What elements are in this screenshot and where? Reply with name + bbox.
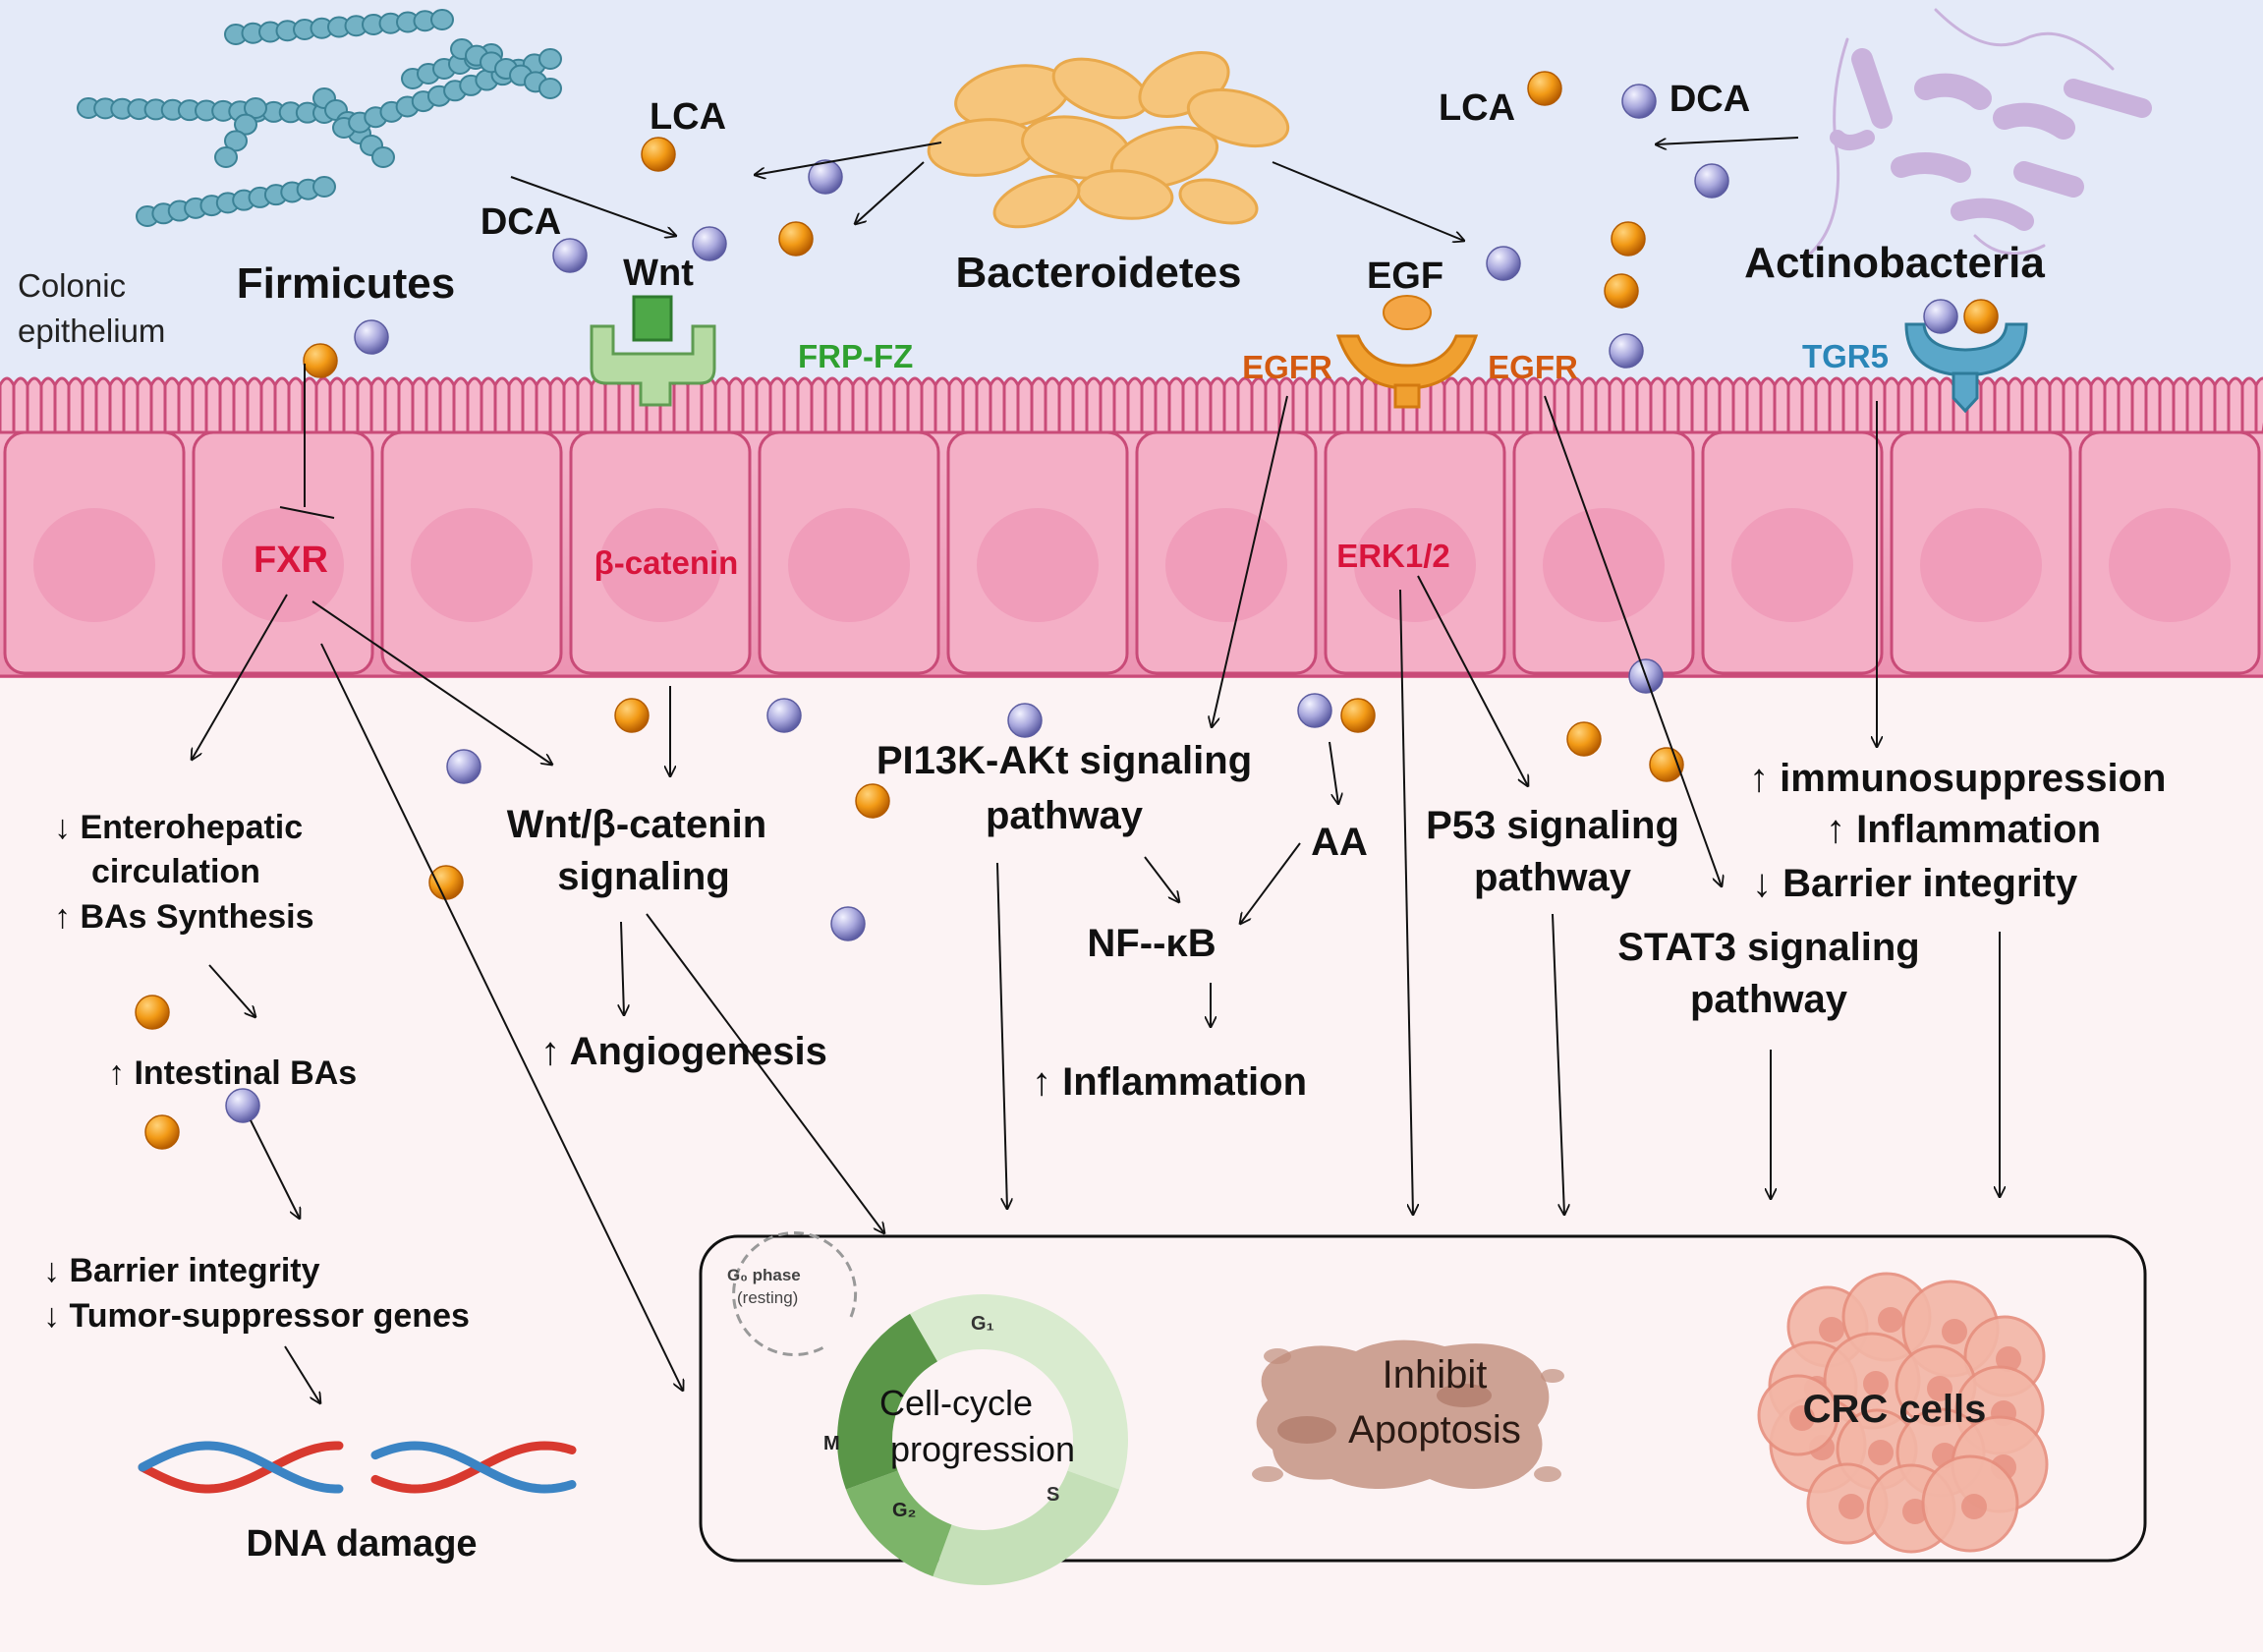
apoptosis-text: Apoptosis [1348, 1408, 1521, 1452]
stat3-text-1: STAT3 signaling [1617, 926, 1919, 969]
lca-left-label: LCA [650, 96, 726, 138]
g0-phase-label: G₀ phase [727, 1266, 801, 1284]
wnt-signaling-text-2: signaling [557, 855, 730, 898]
colonic-label-2: epithelium [18, 313, 165, 349]
outcomes-box [699, 1234, 2147, 1563]
cell-cycle-text-1: Cell-cycle [879, 1383, 1033, 1423]
g0-resting-label: (resting) [737, 1288, 798, 1307]
arrows [192, 137, 2000, 1403]
crc-cells-text: CRC cells [1803, 1388, 1987, 1431]
inflammation-mid-text: ↑ Inflammation [1032, 1060, 1307, 1104]
colonic-epithelium-layer [0, 376, 2263, 678]
egfr-receptor [1335, 295, 1479, 409]
wnt-signaling-text-1: Wnt/β-catenin [507, 803, 766, 846]
apoptosis-cells [1252, 1339, 1564, 1489]
p53-text-2: pathway [1474, 856, 1632, 899]
actinobacteria-label: Actinobacteria [1744, 239, 2045, 287]
inhibit-text: Inhibit [1383, 1353, 1488, 1396]
cell-cycle-text-2: progression [890, 1429, 1075, 1469]
egfr-left-label: EGFR [1242, 349, 1332, 385]
immunosuppression-text: ↑ immunosuppression [1749, 757, 2167, 800]
g0-dashed-loop [732, 1231, 858, 1357]
colonic-label-1: Colonic [18, 267, 126, 304]
dna-damage-text: DNA damage [246, 1523, 477, 1565]
dca-right-label: DCA [1669, 79, 1750, 120]
frp-fz-receptor [590, 295, 716, 407]
dca-left-label: DCA [481, 201, 561, 243]
egfr-right-label: EGFR [1488, 349, 1578, 385]
firmicutes-label: Firmicutes [237, 259, 456, 308]
erk-label: ERK1/2 [1336, 538, 1450, 574]
angiogenesis-text: ↑ Angiogenesis [540, 1030, 827, 1073]
bacteroidetes-cells [927, 51, 1290, 229]
stat3-text-2: pathway [1690, 978, 1848, 1021]
s-label: S [1047, 1484, 1059, 1506]
pi3k-text-1: PI13K-AKt signaling [877, 739, 1252, 782]
nfkb-text: NF--κB [1087, 922, 1216, 965]
barrier-integrity-right-text: ↓ Barrier integrity [1752, 862, 2078, 905]
cell-cycle-ring [732, 1231, 1129, 1585]
tgr5-receptor [1904, 322, 2028, 414]
bacteroidetes-label: Bacteroidetes [955, 249, 1241, 297]
aa-text: AA [1311, 821, 1368, 864]
egf-label: EGF [1367, 256, 1443, 297]
dna-helix [138, 1441, 577, 1494]
g1-label: G₁ [971, 1313, 994, 1335]
crc-cells-cluster [1757, 1272, 2049, 1554]
tumor-suppressor-text: ↓ Tumor-suppressor genes [43, 1297, 470, 1335]
pi3k-text-2: pathway [986, 794, 1144, 837]
frp-fz-label: FRP-FZ [798, 338, 913, 374]
actinobacteria-cells [1806, 8, 2152, 257]
lca-right-label: LCA [1439, 87, 1515, 129]
fxr-label: FXR [254, 540, 328, 581]
bile-acid-molecules [135, 71, 1999, 1150]
firmicutes-chains [77, 9, 562, 227]
barrier-integrity-left-text: ↓ Barrier integrity [43, 1252, 320, 1289]
p53-text-1: P53 signaling [1426, 804, 1679, 847]
enterohepatic-text-2: circulation [91, 853, 260, 890]
tgr5-label: TGR5 [1802, 338, 1889, 374]
inflammation-right-text: ↑ Inflammation [1826, 808, 2101, 851]
intestinal-bas-text: ↑ Intestinal BAs [108, 1054, 357, 1092]
m-label: M [823, 1433, 840, 1454]
wnt-label: Wnt [623, 253, 694, 294]
bas-synthesis-text: ↑ BAs Synthesis [54, 898, 314, 936]
enterohepatic-text-1: ↓ Enterohepatic [54, 809, 303, 846]
g2-label: G₂ [892, 1500, 916, 1521]
beta-catenin-label: β-catenin [594, 544, 739, 581]
